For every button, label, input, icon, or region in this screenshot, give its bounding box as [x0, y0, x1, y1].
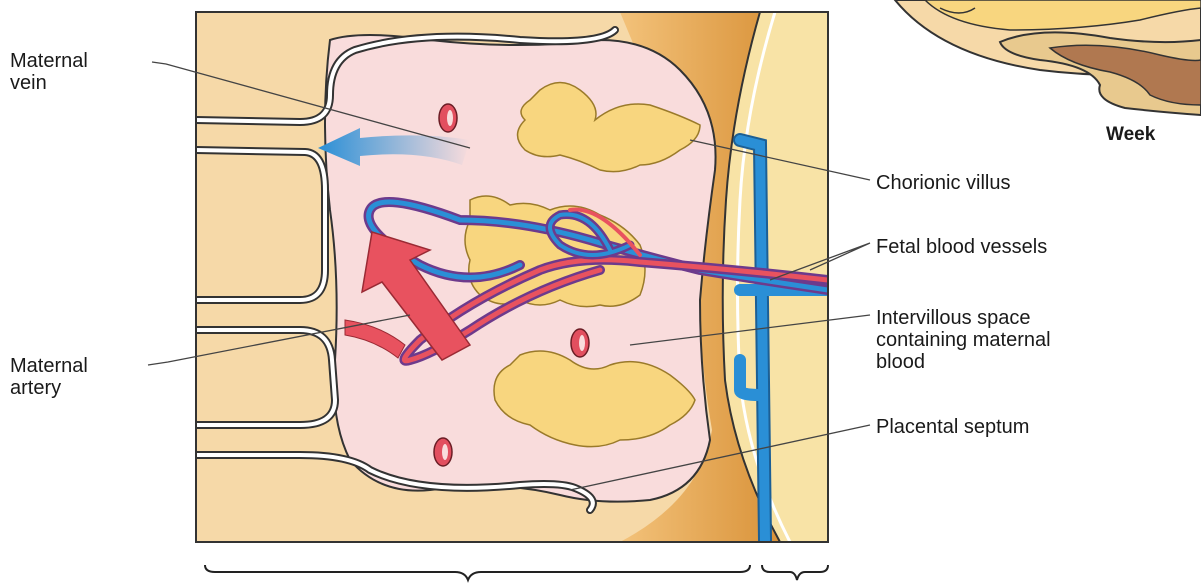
label-maternal-vein: Maternal vein [10, 50, 88, 94]
label-placental-septum: Placental septum [876, 416, 1029, 438]
label-chorionic-villus: Chorionic villus [876, 172, 1011, 194]
placenta-section [196, 12, 828, 542]
week-inset [895, 0, 1201, 115]
label-week: Week [1106, 124, 1155, 146]
label-fetal-blood-vessels: Fetal blood vessels [876, 236, 1047, 258]
bottom-brace-left [205, 565, 750, 580]
label-maternal-artery: Maternal artery [10, 355, 88, 399]
label-intervillous-space: Intervillous space containing maternal b… [876, 307, 1051, 373]
bottom-brace-right [762, 565, 828, 580]
